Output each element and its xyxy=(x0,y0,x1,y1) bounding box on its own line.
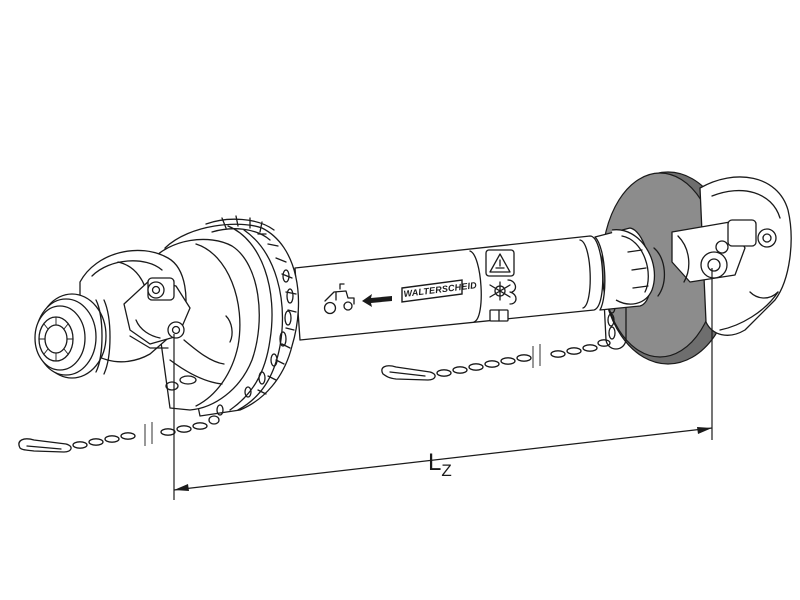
right-clutch-assembly xyxy=(601,171,792,365)
shaft-guard-tube xyxy=(294,227,665,341)
direction-arrow-icon xyxy=(362,294,392,307)
left-grease-nipple xyxy=(167,321,185,339)
tractor-direction-icon xyxy=(323,283,355,315)
dimension-arrow-left xyxy=(174,484,189,491)
dimension-subscript: Z xyxy=(441,461,451,480)
dimension-label: LZ xyxy=(428,449,452,480)
tube-decals: WALTERSCHEID xyxy=(323,249,517,322)
dimension-symbol: L xyxy=(428,449,441,476)
hub-ring-inner xyxy=(34,305,86,371)
left-safety-chain xyxy=(18,404,224,453)
left-yoke-assembly xyxy=(34,249,191,379)
right-grease-nipple xyxy=(700,251,728,279)
dimension-line xyxy=(173,427,713,491)
brand-label-plate: WALTERSCHEID xyxy=(401,279,478,303)
warning-triangle-icon xyxy=(485,249,515,277)
manual-book-icon xyxy=(489,309,509,322)
bearing-ring-right xyxy=(611,229,656,305)
dimension-arrow-right xyxy=(697,427,712,434)
right-yoke-ear xyxy=(727,219,757,247)
spline-teeth xyxy=(39,317,73,361)
lubrication-symbol-icon xyxy=(489,279,517,305)
length-dimension: LZ xyxy=(173,268,713,500)
right-yoke-housing xyxy=(699,176,792,336)
